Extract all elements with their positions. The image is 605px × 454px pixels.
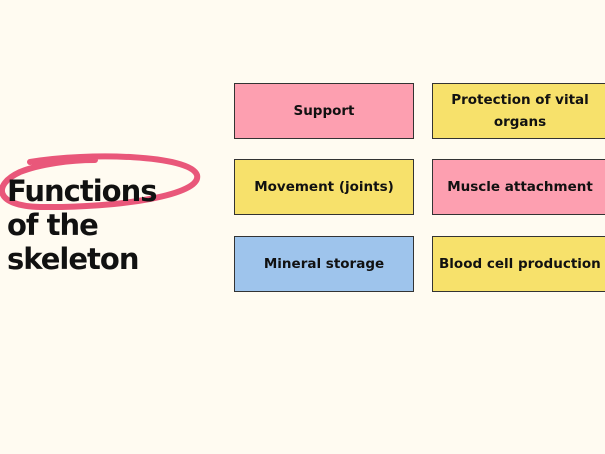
box-muscle-attachment: Muscle attachment [432,159,605,215]
box-blood-cell-production: Blood cell production [432,236,605,292]
title-line: of the [7,208,99,242]
box-support: Support [234,83,414,139]
box-mineral-storage: Mineral storage [234,236,414,292]
slide-title: Functions of the skeleton [7,174,157,276]
box-movement: Movement (joints) [234,159,414,215]
hand-drawn-circle-icon [0,153,201,211]
title-line: Functions [7,174,157,208]
box-protection: Protection of vital organs [432,83,605,139]
title-line: skeleton [7,242,139,276]
